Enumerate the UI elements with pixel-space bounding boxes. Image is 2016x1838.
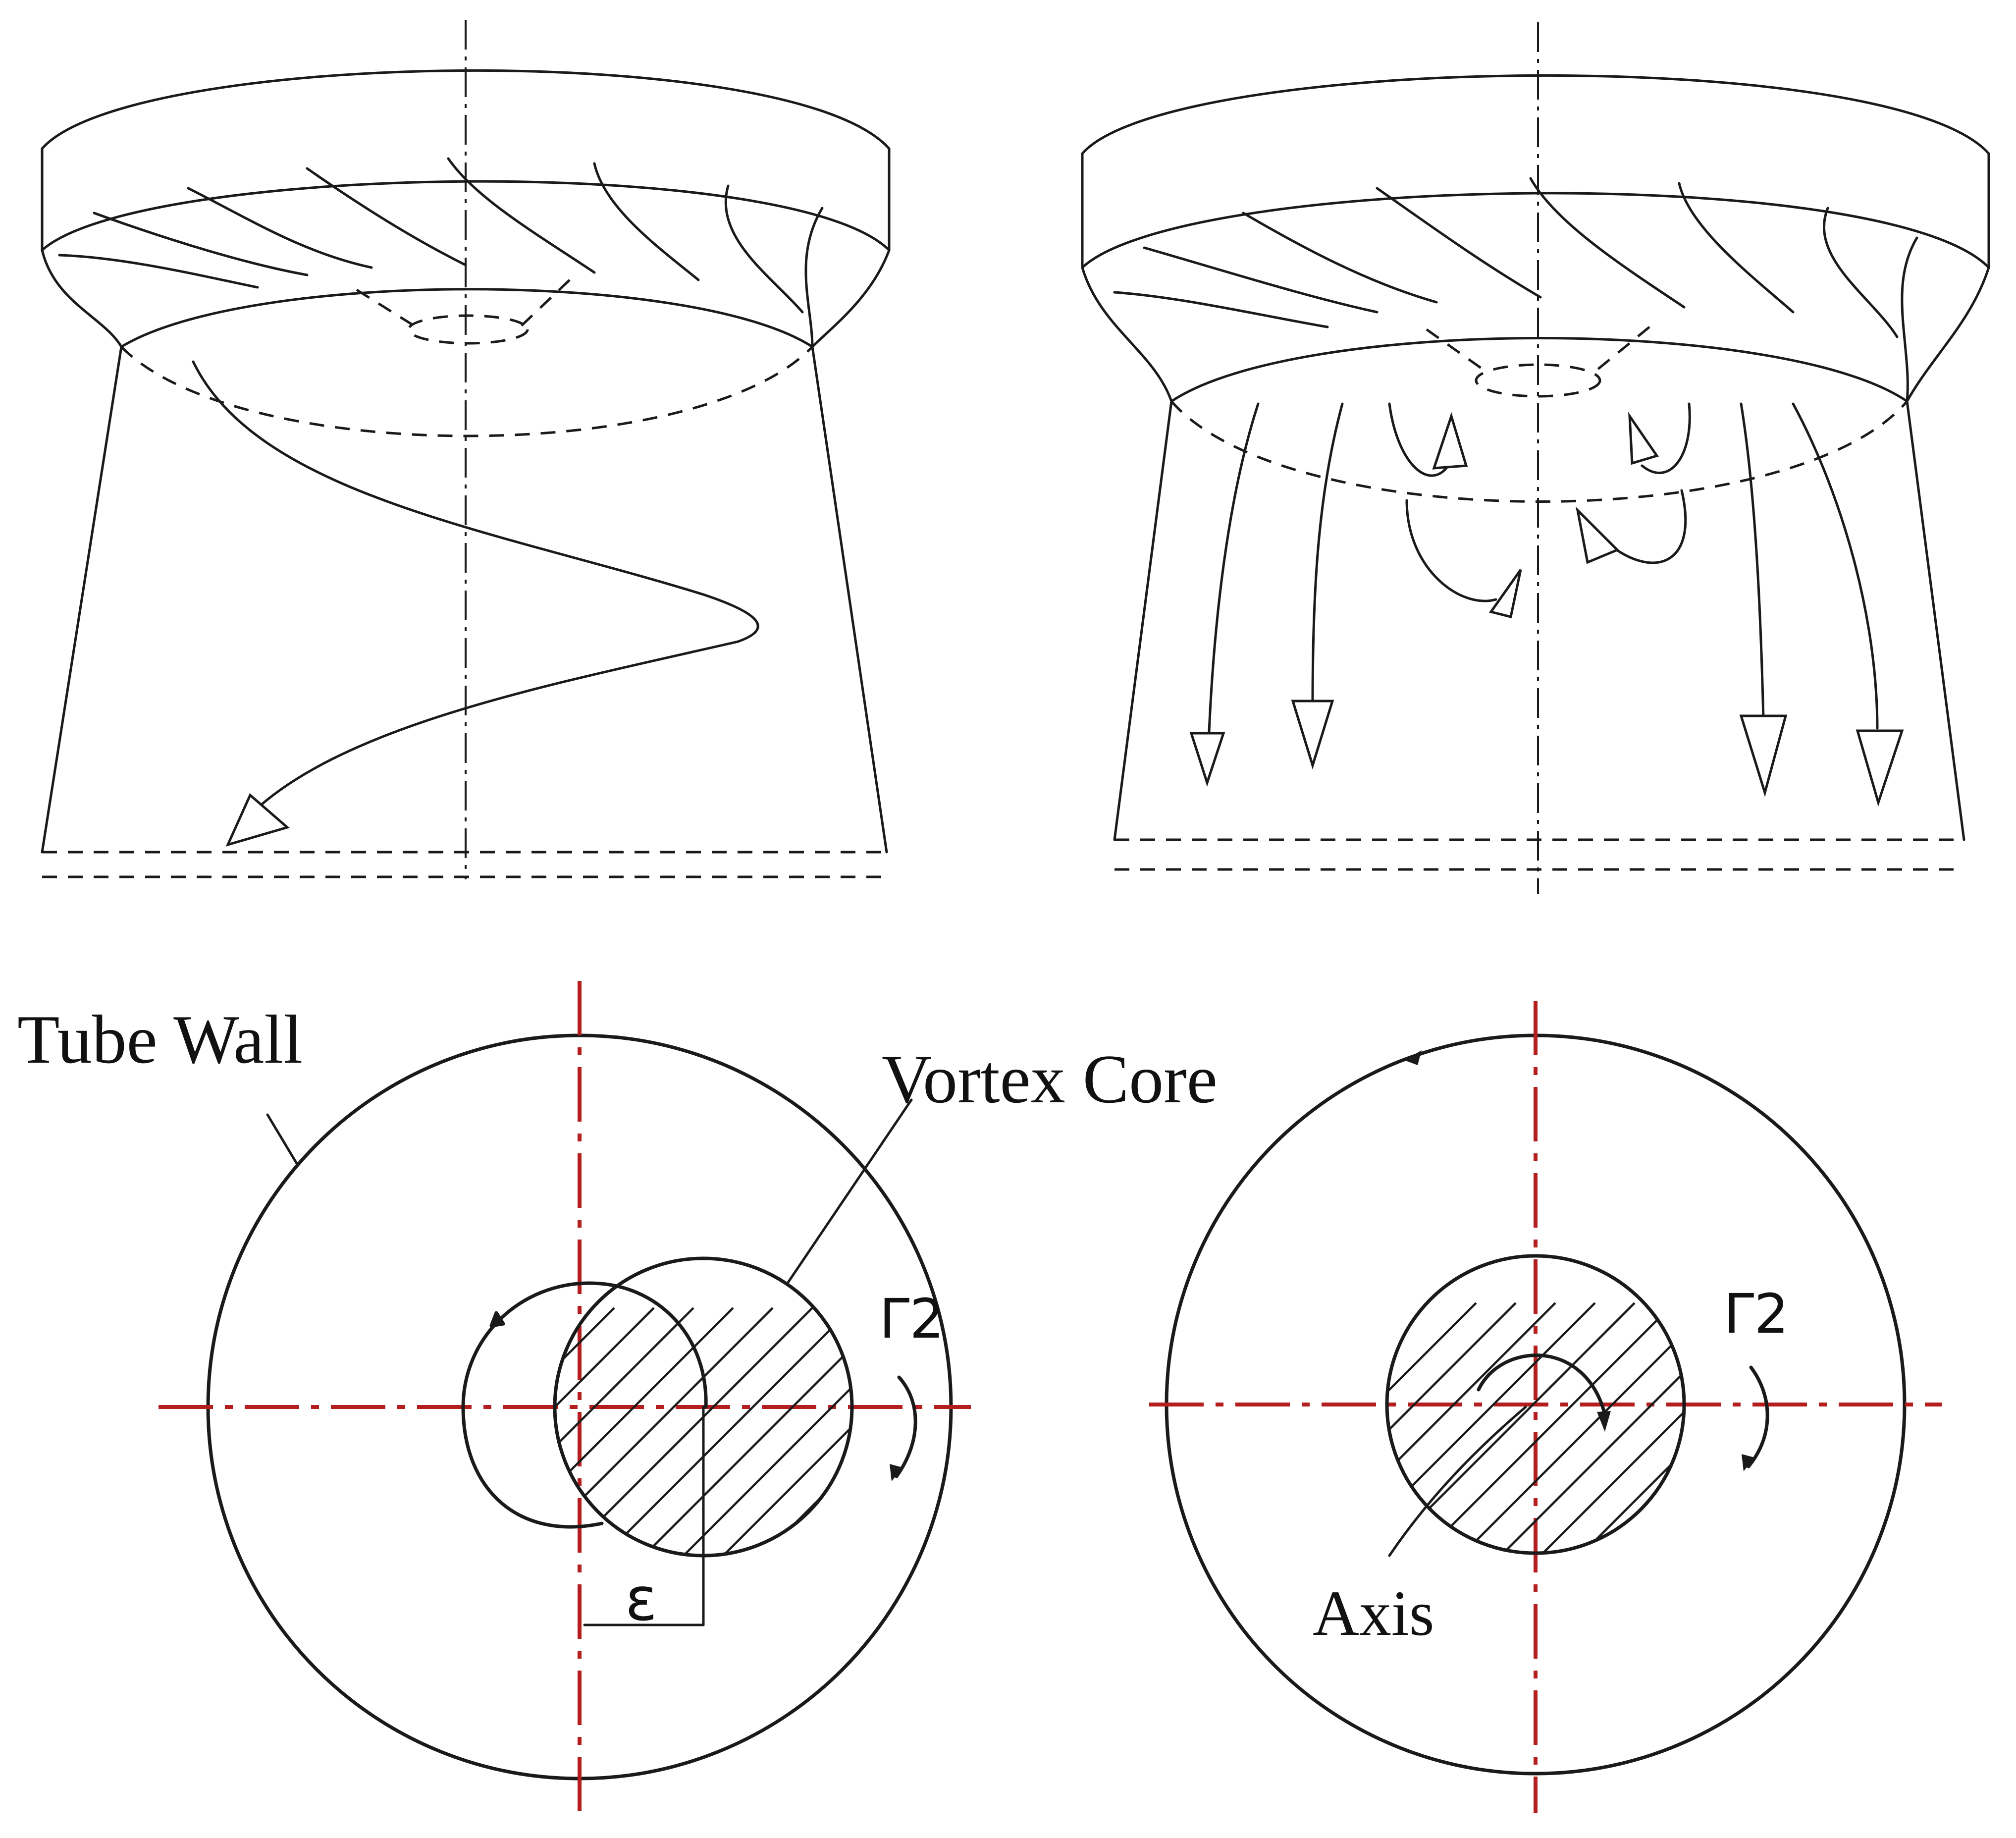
wall-rotation-arrow-icon bbox=[1404, 1050, 1422, 1065]
blade bbox=[58, 254, 259, 289]
blade bbox=[1529, 177, 1686, 309]
recirculation-arrow-icon bbox=[1576, 506, 1620, 564]
core-rotation-arc bbox=[1477, 1353, 1607, 1416]
flow-arrow-icon bbox=[1856, 729, 1904, 807]
runner-draft-tube-helical-vortex bbox=[41, 20, 891, 879]
core-rotation-arrow-icon bbox=[1597, 1411, 1611, 1432]
vortex-core-circle bbox=[1385, 1254, 1686, 1555]
blade bbox=[1113, 291, 1329, 328]
gamma-rotation-arrow bbox=[895, 1375, 917, 1478]
gamma-rotation-arrow bbox=[1747, 1365, 1769, 1468]
draft-tube-left-wall bbox=[1113, 400, 1173, 841]
hub-cone-hidden bbox=[356, 279, 571, 328]
gamma-label: Γ2 bbox=[1724, 1282, 1789, 1346]
recirculation-loop bbox=[1608, 489, 1687, 564]
runner-blades bbox=[58, 157, 824, 348]
gamma-arrow-icon bbox=[1742, 1454, 1754, 1471]
blade bbox=[1242, 212, 1438, 304]
runner-exit-rim bbox=[120, 288, 814, 348]
helical-vortex-path bbox=[192, 360, 759, 814]
flow-arrow-icon bbox=[1189, 732, 1225, 787]
vortex-core-label: Vortex Core bbox=[882, 1041, 1218, 1118]
blade bbox=[804, 207, 824, 348]
streamline bbox=[1207, 402, 1260, 745]
recirculation-loop bbox=[1405, 499, 1497, 602]
draft-tube-right-wall bbox=[811, 345, 888, 854]
runner-throat-right bbox=[811, 249, 891, 348]
tube-wall-leader bbox=[266, 1113, 299, 1166]
flow-arrow-icon bbox=[1739, 714, 1788, 797]
gamma-arrow-icon bbox=[890, 1464, 902, 1481]
cross-section-centered-vortex-core: Γ2 Axis bbox=[1149, 1001, 1942, 1813]
runner-crown-top bbox=[1081, 74, 1990, 155]
blade bbox=[187, 187, 373, 269]
blade bbox=[1901, 236, 1918, 403]
blade bbox=[1678, 182, 1795, 314]
vortex-flow-arrow-icon bbox=[225, 793, 290, 847]
runner-crown-band bbox=[1081, 192, 1990, 269]
flow-arrow-icon bbox=[1291, 700, 1334, 770]
runner-exit-rim-hidden bbox=[1170, 400, 1908, 503]
blade bbox=[1823, 207, 1899, 338]
runner-throat-left bbox=[1081, 266, 1173, 403]
streamline bbox=[1792, 402, 1879, 730]
hub-tip-hidden bbox=[407, 314, 529, 345]
recirculation-arrow-icon bbox=[1488, 569, 1522, 619]
vortex-core-leader bbox=[786, 1098, 913, 1285]
runner-throat-right bbox=[1906, 266, 1990, 403]
hub-tip-hidden bbox=[1475, 363, 1601, 398]
recirculation-arrow-icon bbox=[1628, 412, 1659, 465]
streamline bbox=[1311, 402, 1344, 705]
blade bbox=[93, 212, 309, 276]
recirculation-loop bbox=[1641, 402, 1691, 474]
tube-wall-circle bbox=[206, 1033, 953, 1781]
blade bbox=[593, 162, 700, 281]
runner-exit-rim-hidden bbox=[120, 346, 813, 437]
eccentricity-label: ε bbox=[625, 1566, 657, 1634]
axis-leader bbox=[1388, 1406, 1527, 1557]
blade bbox=[1376, 187, 1542, 299]
runner-blades bbox=[1113, 177, 1918, 403]
axis-label: Axis bbox=[1313, 1578, 1434, 1649]
draft-tube-right-wall bbox=[1906, 400, 1965, 841]
blade bbox=[306, 167, 467, 267]
cross-section-eccentric-vortex-core: Tube Wall Vortex Core Γ2 ε bbox=[17, 981, 1218, 1813]
runner-draft-tube-axial-flow bbox=[1081, 22, 1990, 894]
streamline bbox=[1740, 402, 1765, 720]
gamma-label: Γ2 bbox=[879, 1287, 944, 1351]
vortex-core-hatch bbox=[1387, 1302, 1684, 1553]
blade bbox=[724, 184, 804, 314]
recirculation-arrow-icon bbox=[1432, 412, 1468, 470]
recirculation-loop bbox=[1388, 402, 1448, 477]
runner-throat-left bbox=[41, 249, 123, 348]
tube-wall-label: Tube Wall bbox=[17, 1001, 303, 1078]
blade bbox=[447, 157, 596, 274]
blade bbox=[1143, 246, 1379, 314]
draft-tube-left-wall bbox=[41, 345, 123, 854]
hub-cone-hidden bbox=[1426, 326, 1650, 373]
runner-exit-rim bbox=[1170, 337, 1909, 403]
rotation-arrow-icon bbox=[489, 1311, 505, 1328]
runner-crown-top bbox=[41, 69, 891, 150]
